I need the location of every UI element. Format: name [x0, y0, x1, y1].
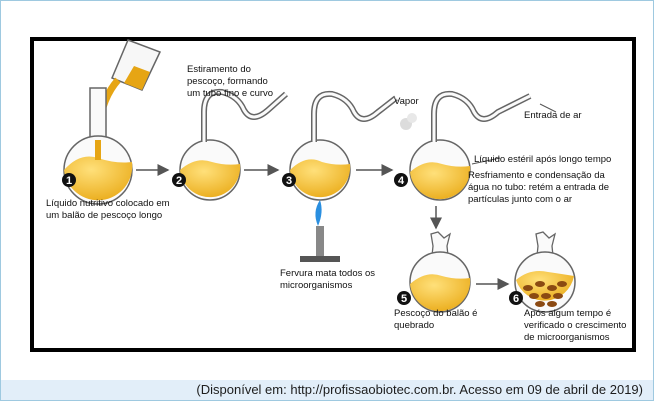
- step-badge-4: 4: [394, 173, 408, 187]
- svg-text:1: 1: [66, 175, 72, 187]
- flask-2: [179, 88, 288, 201]
- label-boiling: Fervura mata todos os microorganismos: [280, 268, 378, 291]
- label-nutrient-liquid: Líquido nutritivo colocado em um balão d…: [46, 198, 172, 221]
- step-badge-6: 6: [509, 291, 523, 305]
- step-badge-5: 5: [397, 291, 411, 305]
- step-badge-2: 2: [172, 173, 186, 187]
- label-neck-stretch: Estiramento do pescoço, formando um tubo…: [187, 64, 273, 99]
- label-air-inlet: Entrada de ar: [524, 110, 582, 121]
- pointer-sterile: [471, 157, 501, 165]
- label-neck-broken: Pescoço do balão é quebrado: [394, 308, 480, 331]
- svg-text:4: 4: [398, 175, 405, 187]
- bunsen-burner: [300, 200, 340, 262]
- flask-3: [289, 90, 398, 201]
- source-footer: (Disponível em: http://profissaobiotec.c…: [1, 380, 653, 400]
- vapor-puff: [400, 113, 417, 130]
- svg-text:5: 5: [401, 293, 407, 305]
- step-badge-3: 3: [282, 173, 296, 187]
- step-badge-1: 1: [62, 173, 76, 187]
- flask-6: [514, 231, 576, 313]
- label-vapor: Vapor: [394, 96, 419, 107]
- label-cooling: Resfriamento e condensação da água no tu…: [468, 170, 612, 205]
- label-growth: Após algum tempo é verificado o crescime…: [524, 308, 629, 343]
- pointer-air: [539, 103, 557, 113]
- svg-text:3: 3: [286, 175, 292, 187]
- svg-text:2: 2: [176, 175, 182, 187]
- label-sterile-liquid: Líquido estéril após longo tempo: [474, 154, 611, 165]
- svg-text:6: 6: [513, 293, 519, 305]
- source-citation: (Disponível em: http://profissaobiotec.c…: [196, 382, 643, 397]
- flask-5: [409, 231, 471, 313]
- flask-4: [409, 90, 532, 201]
- flask-1: [63, 87, 133, 205]
